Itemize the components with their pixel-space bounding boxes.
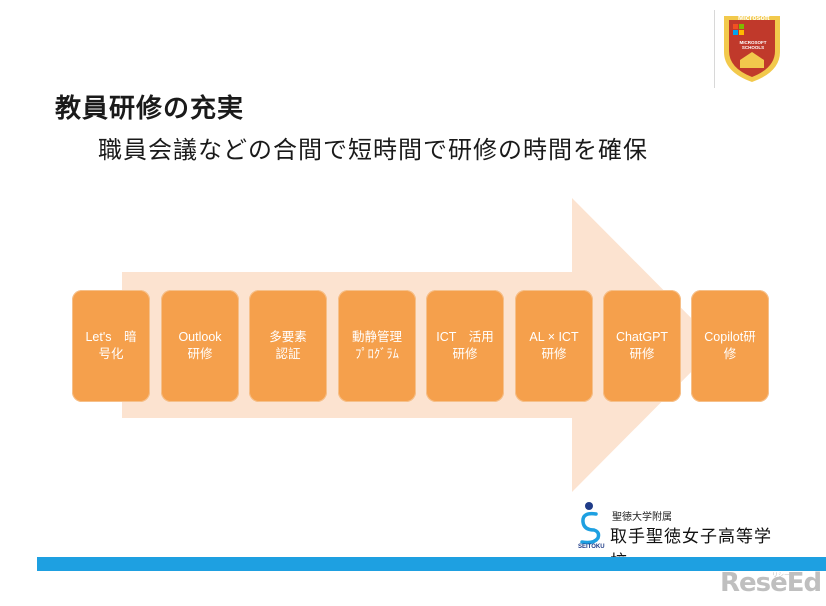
school-affiliation: 聖徳大学附属 — [612, 512, 672, 523]
step-copilot: Copilot研 修 — [691, 290, 769, 402]
badge-brand: Microsoft — [738, 15, 770, 22]
footer-bar — [37, 557, 826, 571]
step-lets-encrypt: Let's 暗 号化 — [72, 290, 150, 402]
step-outlook: Outlook 研修 — [161, 290, 239, 402]
step-al-ict: AL × ICT 研修 — [515, 290, 593, 402]
step-ict: ICT 活用 研修 — [426, 290, 504, 402]
seitoku-mark-icon — [580, 502, 601, 545]
watermark-small: リシード — [772, 572, 797, 579]
school-logo: SEITOKU 聖徳大学附属 取手聖徳女子高等学校 — [576, 500, 786, 572]
badge-label: MICROSOFT SCHOOLS — [739, 40, 767, 50]
page-title: 教員研修の充実 — [55, 94, 245, 124]
microsoft-schools-badge — [724, 16, 780, 82]
step-mfa: 多要素 認証 — [249, 290, 327, 402]
step-chatgpt: ChatGPT 研修 — [603, 290, 681, 402]
school-mark-text: SEITOKU — [578, 544, 605, 550]
watermark-logo: ReseEd — [720, 568, 822, 598]
page-subtitle: 職員会議などの合間で短時間で研修の時間を確保 — [98, 136, 648, 164]
logo-divider — [714, 10, 715, 88]
step-attendance: 動静管理 ﾌﾟﾛｸﾞﾗﾑ — [338, 290, 416, 402]
